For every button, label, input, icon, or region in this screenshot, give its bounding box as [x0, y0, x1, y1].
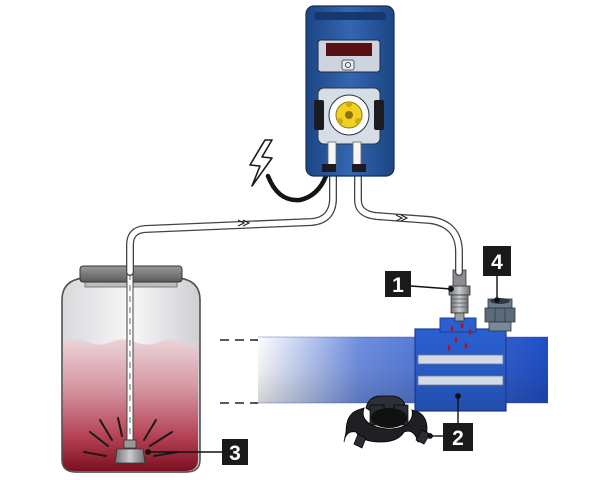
suction-hose: [126, 168, 337, 276]
callout-2: 2: [443, 423, 473, 451]
callout-2-label: 2: [452, 427, 464, 450]
pipe-dashed-outline: [220, 339, 258, 404]
callout-4-label: 4: [491, 251, 503, 274]
callout-4: 4: [483, 246, 511, 276]
callout-3: 3: [222, 439, 248, 465]
power-button-icon[interactable]: [341, 59, 355, 71]
pipe-saddle-clamp: [343, 395, 431, 449]
callout-1-label: 1: [392, 274, 404, 297]
saddle-on-pipe: [414, 317, 507, 412]
power-cable: [265, 173, 329, 203]
callout-3-label: 3: [229, 442, 241, 465]
injection-fitting: [448, 269, 471, 322]
reducer-bushing: [484, 298, 516, 332]
pump-display: [326, 43, 372, 56]
peristaltic-rotor-icon: [335, 101, 363, 129]
lightning-bolt-icon: [249, 139, 273, 187]
discharge-hose: [354, 168, 463, 276]
dosing-pump: [305, 5, 395, 177]
foot-valve-filter: [114, 439, 146, 464]
chemical-drips: [447, 322, 472, 351]
callout-leaders: [145, 276, 500, 455]
callout-1: 1: [385, 271, 411, 297]
suction-tube: [126, 269, 134, 447]
